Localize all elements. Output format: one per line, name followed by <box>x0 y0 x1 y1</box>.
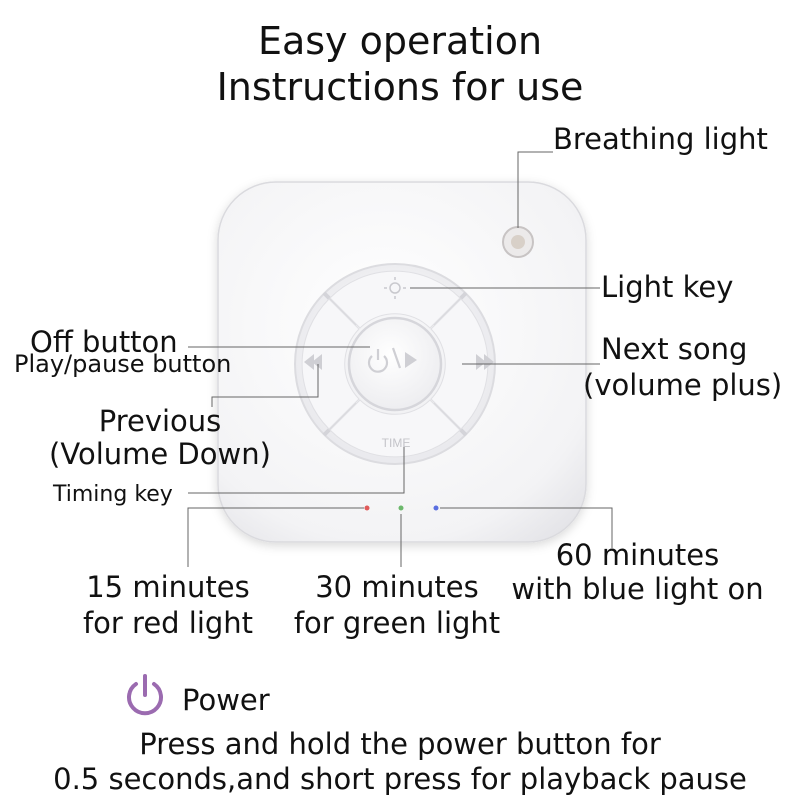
power-play-icon <box>367 347 417 373</box>
label-blue-2: with blue light on <box>511 572 764 606</box>
sun-icon <box>384 277 406 299</box>
label-light-key: Light key <box>601 270 734 304</box>
label-green-2: for green light <box>293 606 501 640</box>
label-next-song-1: Next song <box>601 332 748 366</box>
title-line-1: Easy operation <box>257 19 543 63</box>
power-desc-line-1: Press and hold the power button for <box>139 727 661 761</box>
leader-red-light <box>187 507 364 567</box>
power-label: Power <box>182 683 270 717</box>
label-timing-key: Timing key <box>53 482 173 507</box>
title-line-2: Instructions for use <box>216 65 584 109</box>
light-key-button[interactable] <box>329 270 461 329</box>
leader-breathing-light <box>517 151 553 228</box>
label-previous-1: Previous <box>98 404 222 438</box>
label-red-1: 15 minutes <box>86 570 250 604</box>
label-play-pause-button: Play/pause button <box>14 350 232 378</box>
green-led <box>398 505 404 511</box>
leader-blue-light <box>440 507 613 548</box>
label-green-1: 30 minutes <box>315 570 479 604</box>
back-icon <box>304 354 322 370</box>
label-red-2: for red light <box>82 606 254 640</box>
timing-key-button[interactable] <box>329 399 461 458</box>
leader-previous <box>211 364 319 407</box>
label-next-song-2: (volume plus) <box>583 368 783 402</box>
label-off-button: Off button <box>30 325 178 359</box>
leader-timing-key <box>188 440 405 494</box>
label-breathing-light: Breathing light <box>553 122 768 156</box>
next-song-button[interactable] <box>430 298 489 430</box>
blue-led <box>433 505 439 511</box>
red-led <box>364 505 370 511</box>
label-blue-1: 60 minutes <box>555 538 720 572</box>
play-pause-off-button[interactable] <box>347 316 443 412</box>
power-desc-line-2: 0.5 seconds,and short press for playback… <box>53 762 747 796</box>
forward-icon <box>476 354 494 370</box>
label-previous-2: (Volume Down) <box>49 437 271 471</box>
time-segment-label: TIME <box>382 436 411 450</box>
